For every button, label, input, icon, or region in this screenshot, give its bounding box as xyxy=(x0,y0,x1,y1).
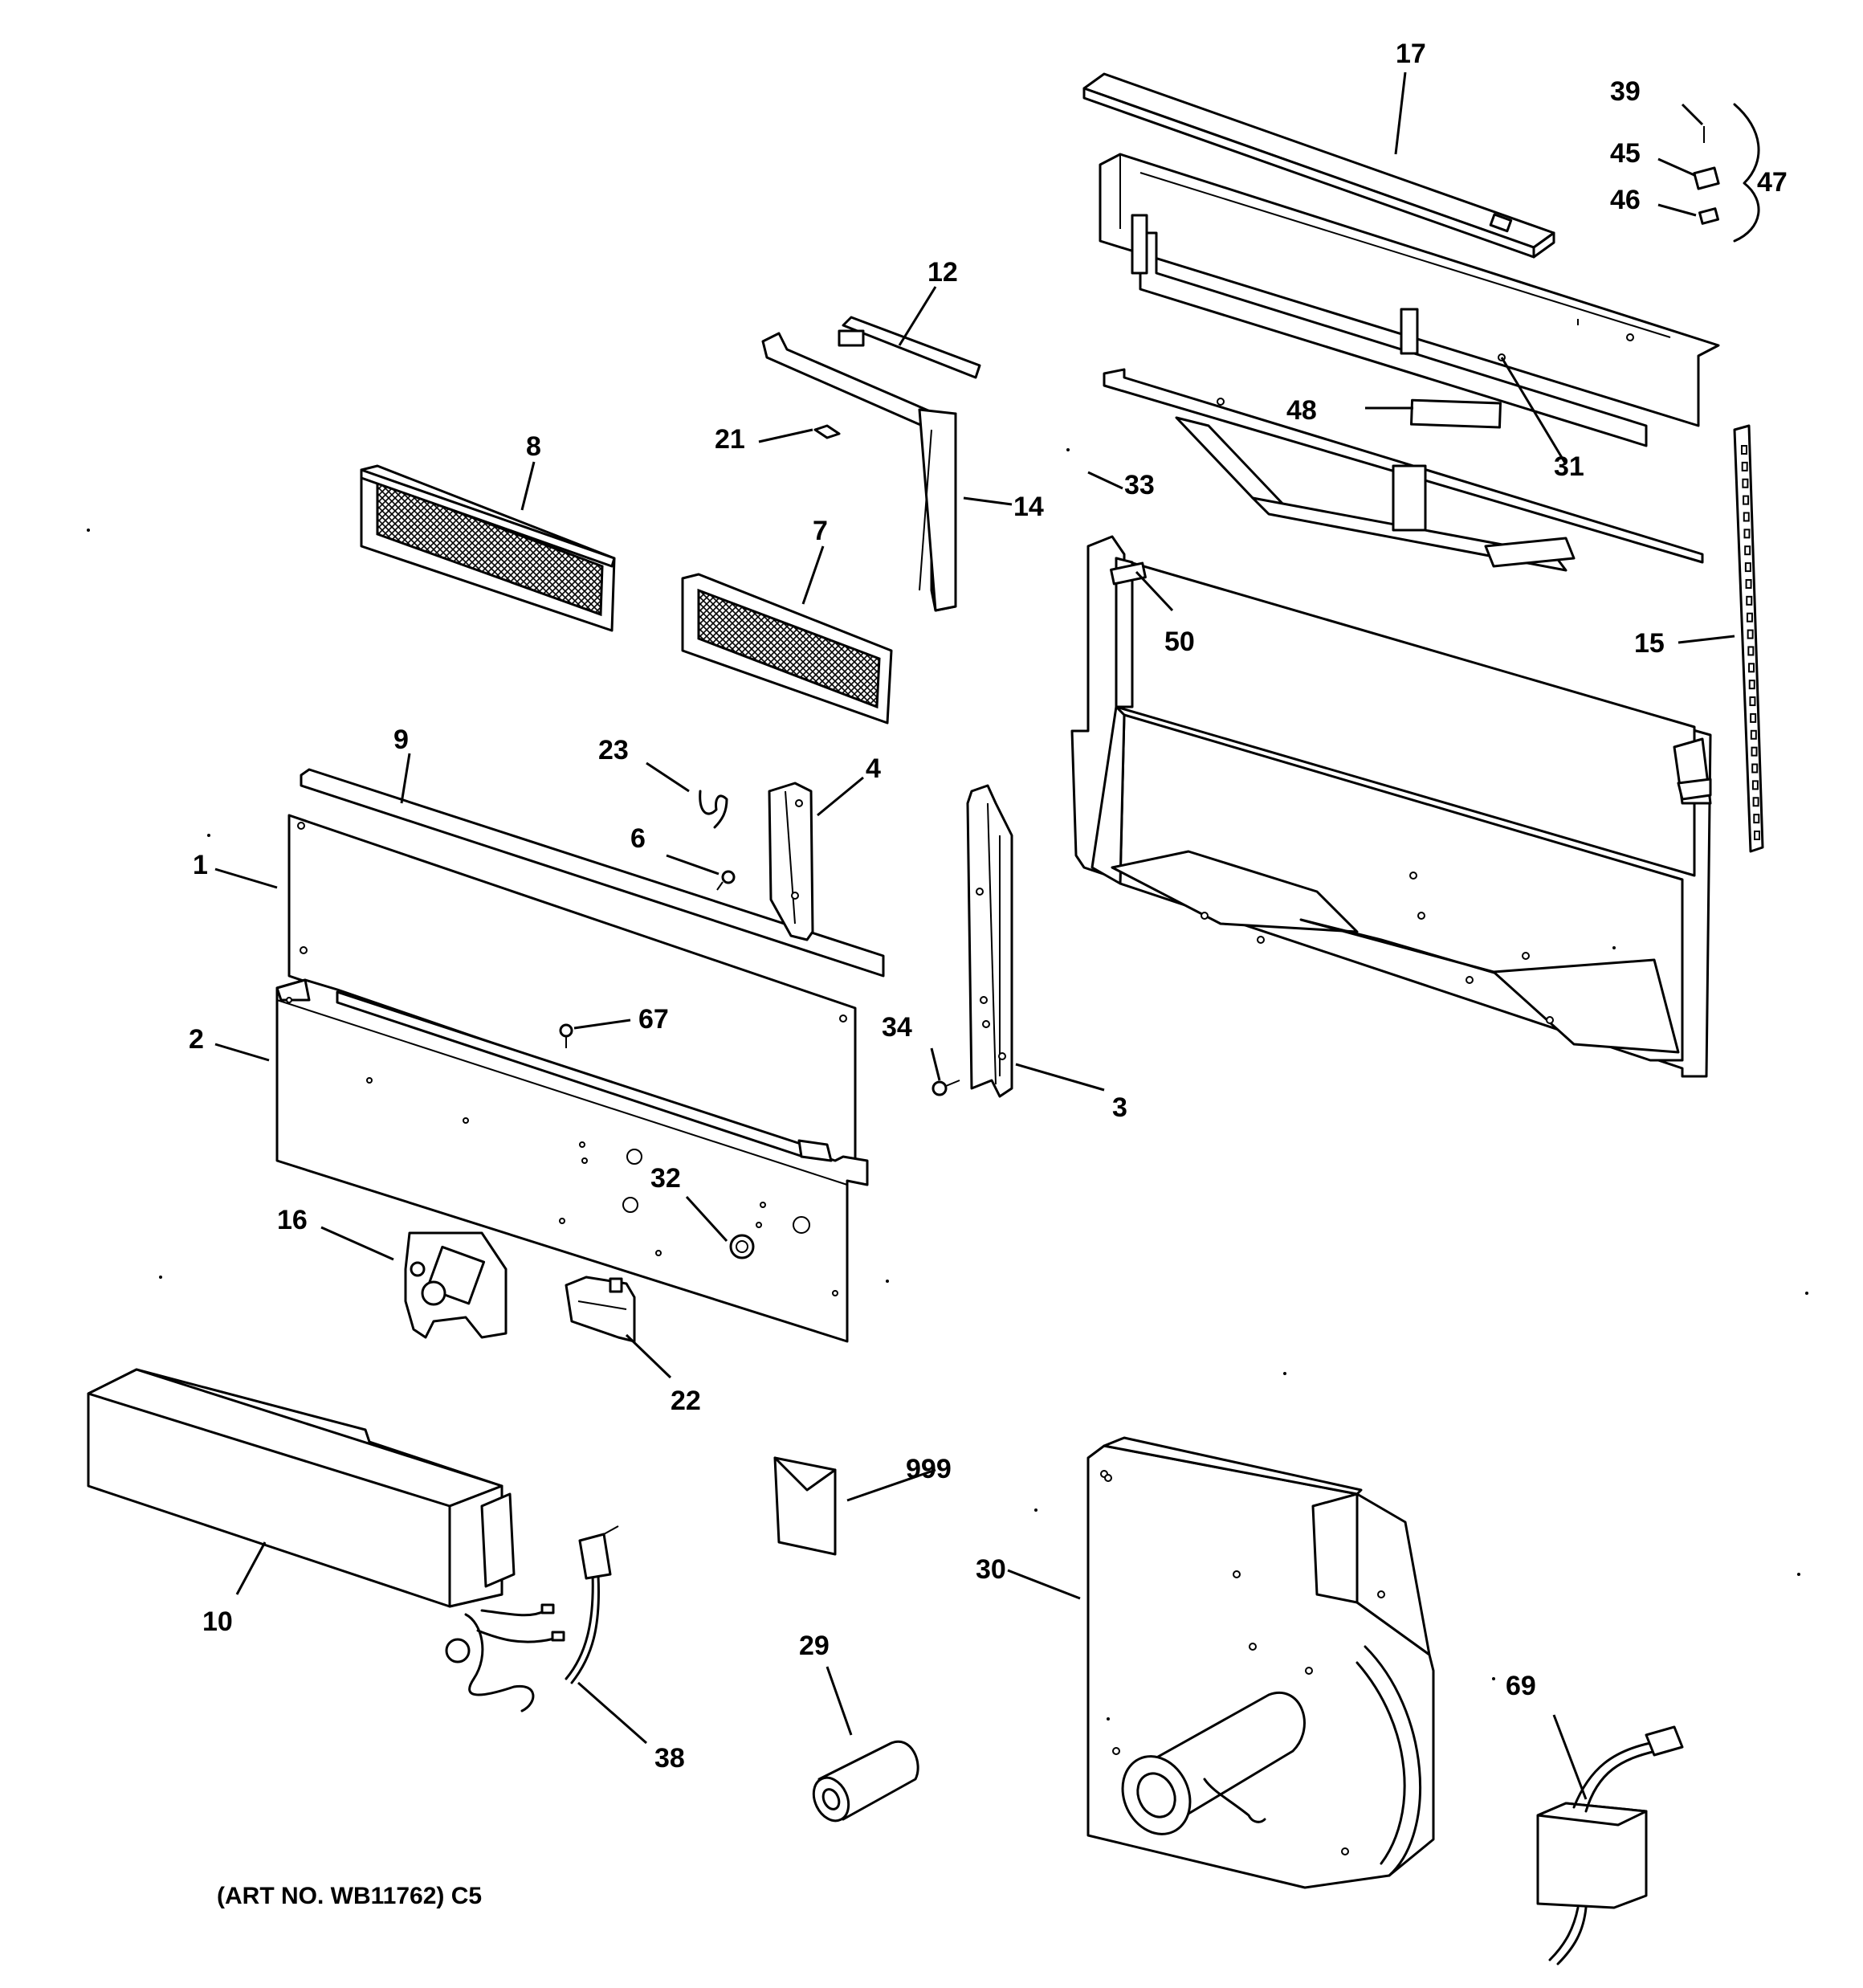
mounting-strip-part xyxy=(1733,424,1764,853)
label-6: 6 xyxy=(630,823,646,854)
strip-slot xyxy=(1743,495,1750,505)
side-bracket-part xyxy=(768,782,814,941)
strip-slot xyxy=(1743,529,1751,539)
upper-chassis-part xyxy=(1099,153,1720,572)
label-7: 7 xyxy=(813,516,828,546)
strip-slot xyxy=(1749,696,1756,707)
label-10: 10 xyxy=(202,1606,233,1637)
label-29: 29 xyxy=(799,1631,830,1661)
label-2: 2 xyxy=(189,1024,204,1055)
lower-housing-part xyxy=(1070,535,1712,1078)
strip-slot xyxy=(1747,646,1755,656)
capacitor-part xyxy=(812,1740,919,1823)
label-39: 39 xyxy=(1610,76,1641,107)
strip-slot xyxy=(1747,629,1754,639)
label-12: 12 xyxy=(927,257,958,288)
strip-slot xyxy=(1751,780,1759,790)
strip-slot xyxy=(1750,729,1757,740)
small-grease-filter-part xyxy=(681,573,893,725)
literature-packet-part xyxy=(773,1456,837,1556)
label-47: 47 xyxy=(1757,167,1788,198)
strip-slot xyxy=(1751,763,1759,774)
transformer-part xyxy=(1536,1725,1684,1966)
strip-slot xyxy=(1752,797,1759,807)
screw-part-34 xyxy=(932,1080,960,1096)
label-23: 23 xyxy=(598,735,629,765)
strip-slot xyxy=(1748,680,1755,690)
channel-rail-part xyxy=(966,784,1013,1098)
top-cover-part xyxy=(1082,72,1555,259)
label-46: 46 xyxy=(1610,185,1641,215)
strip-slot xyxy=(1754,831,1760,840)
hardware-kit-part xyxy=(1693,103,1760,243)
blower-assembly-part xyxy=(1086,1436,1435,1889)
label-50: 50 xyxy=(1164,627,1195,657)
trim-strip-part xyxy=(300,768,885,978)
label-38: 38 xyxy=(654,1743,685,1774)
strip-slot xyxy=(1750,712,1757,723)
label-31: 31 xyxy=(1554,451,1584,482)
label-1: 1 xyxy=(193,850,208,880)
strip-slot xyxy=(1742,478,1749,488)
strip-slot xyxy=(1744,545,1751,556)
label-15: 15 xyxy=(1634,628,1665,659)
label-45: 45 xyxy=(1610,138,1641,169)
strip-slot xyxy=(1741,445,1747,455)
label-4: 4 xyxy=(866,753,881,784)
strip-slot xyxy=(1746,612,1753,623)
label-32: 32 xyxy=(650,1163,681,1194)
strip-slot xyxy=(1744,562,1751,573)
switch-part-22 xyxy=(565,1276,636,1343)
strip-slot xyxy=(1753,814,1760,824)
label-8: 8 xyxy=(526,431,541,462)
label-33: 33 xyxy=(1124,470,1155,500)
clip-screw-parts xyxy=(699,790,736,891)
strip-slot xyxy=(1741,461,1748,471)
strip-slot xyxy=(1748,663,1755,673)
label-69: 69 xyxy=(1506,1671,1536,1701)
label-22: 22 xyxy=(671,1386,701,1416)
large-grease-filter-part xyxy=(360,464,616,632)
label-3: 3 xyxy=(1112,1092,1127,1123)
label-999: 999 xyxy=(906,1454,952,1484)
label-17: 17 xyxy=(1396,39,1426,69)
power-cord-part xyxy=(445,1525,619,1712)
strip-slot xyxy=(1751,746,1758,757)
label-9: 9 xyxy=(393,725,409,755)
label-21: 21 xyxy=(715,424,745,455)
leader-lines xyxy=(214,71,1735,1800)
art-number: (ART NO. WB11762) C5 xyxy=(217,1883,482,1909)
label-34: 34 xyxy=(882,1012,912,1043)
label-16: 16 xyxy=(277,1205,308,1235)
control-bracket-part xyxy=(761,316,981,612)
reference-dots xyxy=(87,448,1808,1721)
screw-part-67 xyxy=(559,1023,573,1048)
light-box-part xyxy=(87,1368,516,1608)
label-67: 67 xyxy=(638,1004,669,1035)
switch-motor-part xyxy=(404,1231,508,1339)
part-labels: 17 39 45 46 47 12 21 14 33 31 48 50 15 8… xyxy=(189,39,1788,1774)
label-48: 48 xyxy=(1286,395,1317,426)
control-panel-part xyxy=(275,978,869,1343)
strip-slot xyxy=(1745,578,1752,589)
label-30: 30 xyxy=(976,1554,1006,1585)
strip-slot xyxy=(1743,512,1750,522)
strip-slot xyxy=(1746,595,1753,606)
label-14: 14 xyxy=(1013,492,1044,522)
